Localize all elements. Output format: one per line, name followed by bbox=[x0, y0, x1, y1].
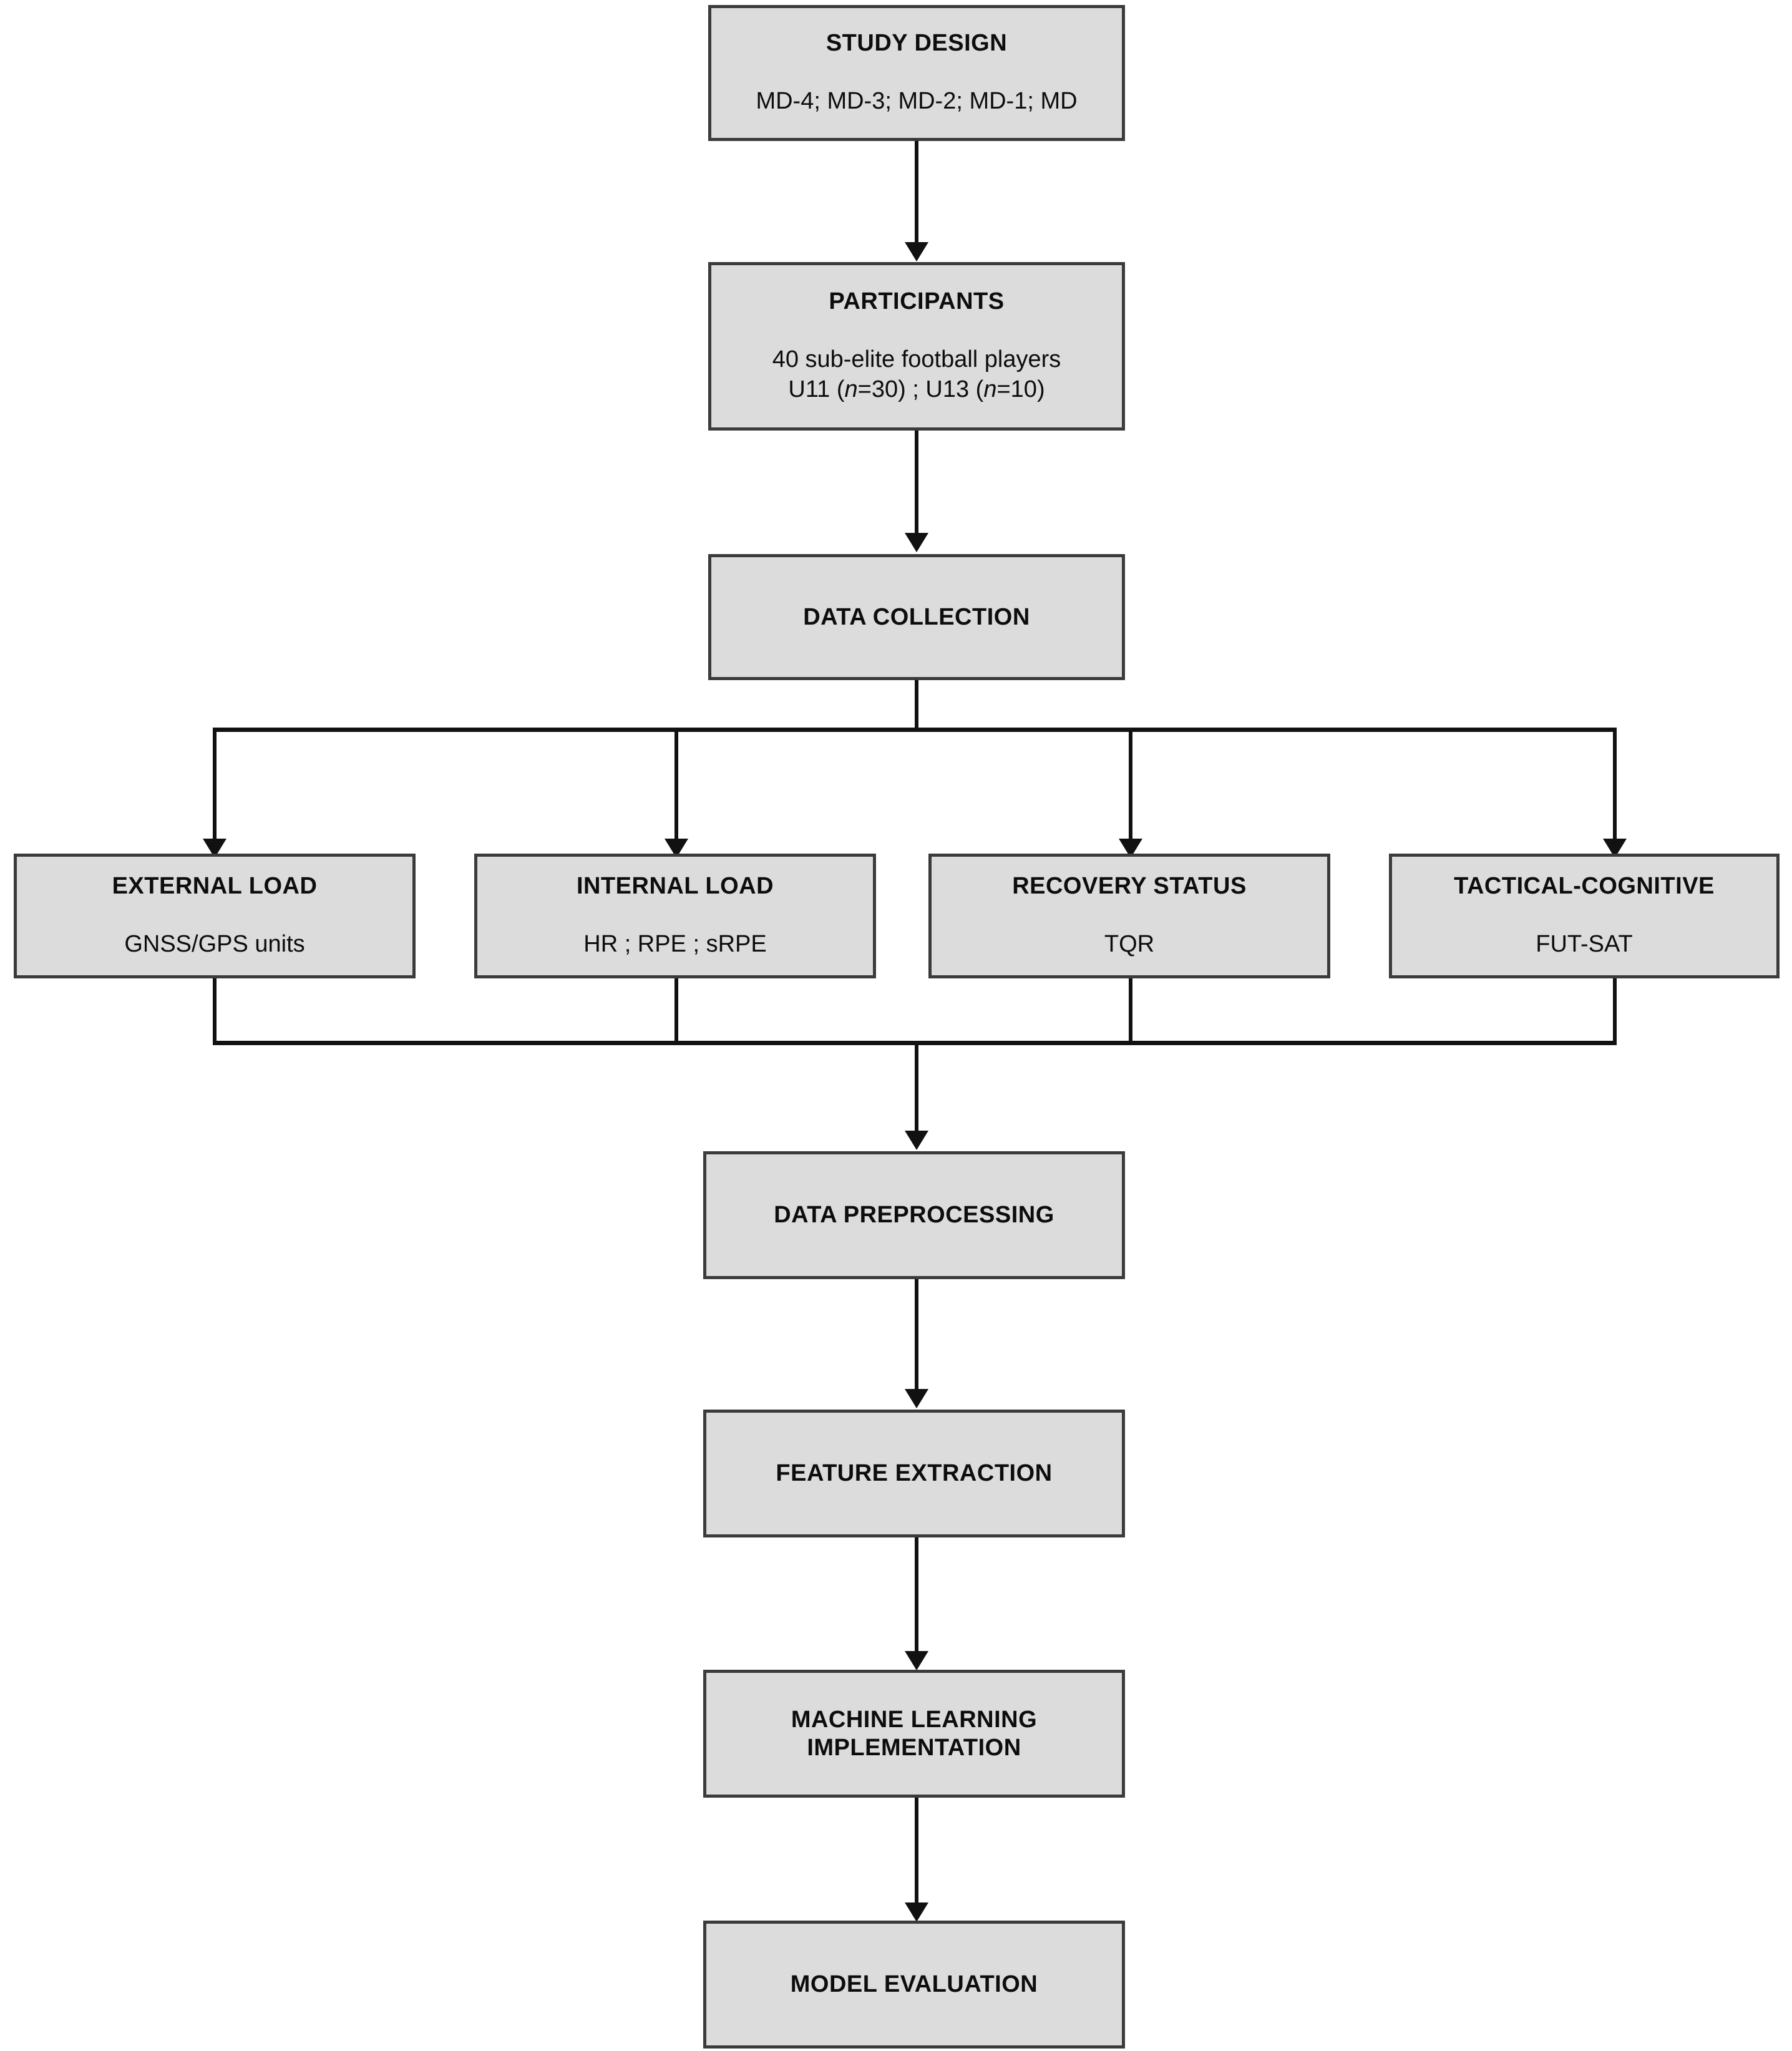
node-tactical-cognitive[interactable]: TACTICAL-COGNITIVE FUT-SAT bbox=[1389, 854, 1780, 978]
node-machine-learning-title-line2: IMPLEMENTATION bbox=[807, 1734, 1021, 1761]
edge-tactical-cognitive-down bbox=[1613, 978, 1617, 1045]
edge-machine-learning-to-model-evaluation bbox=[915, 1798, 918, 1905]
node-participants-subtitle-line1: 40 sub-elite football players bbox=[772, 346, 1061, 373]
node-participants-subtitle-group: 40 sub-elite football players U11 (n=30)… bbox=[772, 344, 1061, 405]
node-model-evaluation[interactable]: MODEL EVALUATION bbox=[703, 1921, 1125, 2049]
node-data-preprocessing-title: DATA PREPROCESSING bbox=[774, 1202, 1054, 1229]
participants-u11-prefix: U11 ( bbox=[788, 376, 845, 403]
edge-external-load-down bbox=[213, 978, 217, 1045]
arrowhead-participants bbox=[905, 242, 928, 261]
arrowhead-data-preprocessing bbox=[905, 1131, 928, 1150]
node-data-collection-title: DATA COLLECTION bbox=[803, 603, 1030, 630]
edge-merge-to-data-preprocessing bbox=[915, 1041, 918, 1133]
node-participants[interactable]: PARTICIPANTS 40 sub-elite football playe… bbox=[708, 262, 1125, 431]
node-recovery-status-subtitle: TQR bbox=[1104, 931, 1155, 958]
participants-u13-suffix: =10) bbox=[996, 376, 1045, 403]
node-model-evaluation-title: MODEL EVALUATION bbox=[790, 1971, 1038, 1998]
node-data-collection[interactable]: DATA COLLECTION bbox=[708, 554, 1125, 680]
edge-data-collection-stem bbox=[915, 680, 918, 731]
edge-recovery-status-down bbox=[1129, 978, 1132, 1045]
node-external-load[interactable]: EXTERNAL LOAD GNSS/GPS units bbox=[14, 854, 416, 978]
node-machine-learning-title-line1: MACHINE LEARNING bbox=[791, 1706, 1038, 1733]
edge-to-tactical-cognitive bbox=[1613, 728, 1617, 842]
node-machine-learning-implementation[interactable]: MACHINE LEARNING IMPLEMENTATION bbox=[703, 1670, 1125, 1798]
node-data-preprocessing[interactable]: DATA PREPROCESSING bbox=[703, 1151, 1125, 1279]
distribution-bar-top bbox=[213, 728, 1617, 732]
participants-n-symbol-1: n bbox=[844, 376, 858, 403]
edge-study-design-to-participants bbox=[915, 141, 918, 243]
edge-participants-to-data-collection bbox=[915, 431, 918, 534]
edge-data-preprocessing-to-feature-extraction bbox=[915, 1279, 918, 1391]
participants-u11-u13-mid: =30) ; U13 ( bbox=[857, 376, 984, 403]
node-recovery-status-title: RECOVERY STATUS bbox=[1012, 873, 1247, 900]
edge-to-recovery-status bbox=[1129, 728, 1132, 842]
node-study-design[interactable]: STUDY DESIGN MD-4; MD-3; MD-2; MD-1; MD bbox=[708, 5, 1125, 141]
edge-internal-load-down bbox=[674, 978, 678, 1045]
node-participants-subtitle-line2: U11 (n=30) ; U13 (n=10) bbox=[772, 374, 1061, 405]
edge-to-external-load bbox=[213, 728, 217, 842]
arrowhead-data-collection bbox=[905, 533, 928, 552]
node-study-design-title: STUDY DESIGN bbox=[825, 30, 1008, 57]
arrowhead-machine-learning bbox=[905, 1651, 928, 1670]
node-tactical-cognitive-subtitle: FUT-SAT bbox=[1536, 931, 1633, 958]
node-participants-title: PARTICIPANTS bbox=[829, 288, 1005, 314]
node-recovery-status[interactable]: RECOVERY STATUS TQR bbox=[928, 854, 1330, 978]
node-study-design-subtitle: MD-4; MD-3; MD-2; MD-1; MD bbox=[756, 88, 1078, 115]
node-internal-load[interactable]: INTERNAL LOAD HR ; RPE ; sRPE bbox=[474, 854, 876, 978]
node-feature-extraction[interactable]: FEATURE EXTRACTION bbox=[703, 1410, 1125, 1537]
edge-feature-extraction-to-machine-learning bbox=[915, 1537, 918, 1654]
node-internal-load-title: INTERNAL LOAD bbox=[576, 873, 774, 900]
node-external-load-subtitle: GNSS/GPS units bbox=[124, 931, 305, 958]
node-external-load-title: EXTERNAL LOAD bbox=[112, 873, 318, 900]
participants-n-symbol-2: n bbox=[983, 376, 997, 403]
node-internal-load-subtitle: HR ; RPE ; sRPE bbox=[583, 931, 767, 958]
edge-to-internal-load bbox=[674, 728, 678, 842]
arrowhead-feature-extraction bbox=[905, 1389, 928, 1408]
arrowhead-model-evaluation bbox=[905, 1902, 928, 1922]
node-feature-extraction-title: FEATURE EXTRACTION bbox=[776, 1460, 1053, 1487]
node-tactical-cognitive-title: TACTICAL-COGNITIVE bbox=[1454, 873, 1715, 900]
